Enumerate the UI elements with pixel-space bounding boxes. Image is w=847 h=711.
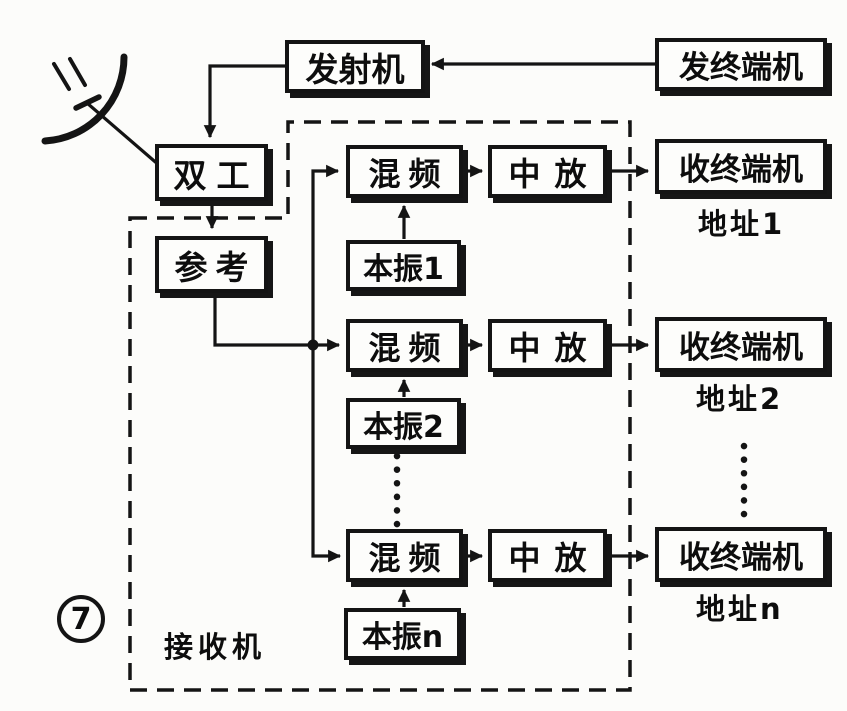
block-tx-terminal: 发终端机: [655, 38, 827, 91]
antenna-to-duplexer-line: [85, 101, 162, 168]
figure-number-badge: 7: [57, 595, 105, 643]
bus-to-mixer3-line: [311, 345, 342, 563]
receiver-region-label: 接收机: [164, 630, 267, 664]
antenna-wave-slash-2: [68, 57, 87, 87]
block-mixer-1-label: 混频: [368, 154, 449, 193]
block-ifamp-2-label: 中放: [508, 328, 601, 367]
antenna-wave-slash-1: [52, 62, 71, 91]
block-mixer-1: 混频: [346, 145, 463, 198]
block-reference-label: 参考: [174, 247, 257, 287]
antenna-dish-icon: [41, 53, 162, 168]
block-reference: 参考: [155, 236, 268, 293]
block-rx-terminal-1-label: 收终端机: [679, 152, 803, 188]
block-mixer-3-label: 混频: [368, 538, 449, 577]
block-lo-n: 本振n: [344, 608, 461, 660]
block-ifamp-3-label: 中放: [508, 538, 601, 577]
block-ifamp-2: 中放: [488, 319, 607, 372]
receiver-dashed-boundary: [128, 120, 632, 692]
block-duplexer: 双工: [155, 144, 268, 201]
block-rx-terminal-2-label: 收终端机: [679, 330, 803, 366]
block-mixer-3: 混频: [346, 529, 463, 582]
block-ifamp-1: 中放: [488, 145, 607, 198]
junction-dot: [307, 339, 319, 351]
figure-number: 7: [70, 601, 92, 637]
block-lo-n-label: 本振n: [361, 620, 444, 655]
block-ifamp-1-label: 中放: [508, 154, 601, 193]
block-rx-terminal-3-label: 收终端机: [679, 540, 803, 576]
block-ifamp-3: 中放: [488, 529, 607, 582]
transmitter-to-duplexer-line: [203, 64, 287, 139]
reference-to-mixer2-line: [213, 294, 341, 352]
block-rx-terminal-3: 收终端机: [655, 527, 827, 582]
block-mixer-2-label: 混频: [368, 328, 449, 367]
block-tx-terminal-label: 发终端机: [679, 50, 803, 86]
address-label-2: 地址2: [696, 382, 784, 416]
block-rx-terminal-1: 收终端机: [655, 139, 827, 194]
block-lo-1: 本振1: [346, 240, 461, 291]
address-label-n: 地址n: [696, 592, 784, 626]
block-lo-2: 本振2: [346, 398, 461, 449]
block-transmitter: 发射机: [285, 40, 425, 93]
block-rx-terminal-2: 收终端机: [655, 317, 827, 372]
block-lo-1-label: 本振1: [363, 251, 444, 287]
block-lo-2-label: 本振2: [363, 409, 444, 445]
block-transmitter-label: 发射机: [305, 49, 405, 89]
block-duplexer-label: 双工: [173, 155, 260, 195]
address-label-1: 地址1: [698, 207, 786, 241]
bus-to-mixer1-line: [311, 164, 340, 345]
block-mixer-2: 混频: [346, 319, 463, 372]
